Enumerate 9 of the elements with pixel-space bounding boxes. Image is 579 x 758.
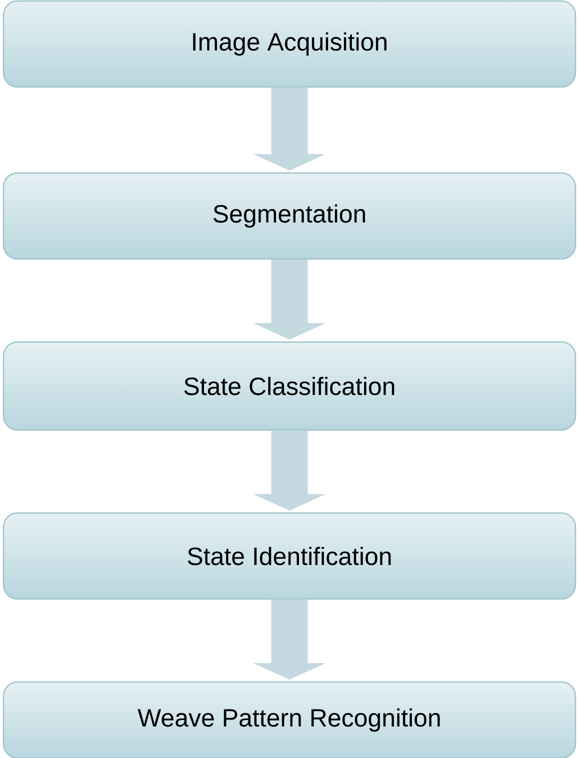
process-box: State Classification	[2, 341, 576, 431]
process-box: State Identification	[2, 512, 576, 600]
block-arrow	[254, 87, 325, 171]
process-box: Image Acquisition	[2, 0, 576, 88]
block-arrow	[254, 430, 325, 511]
process-box: Weave Pattern Recognition	[2, 681, 576, 758]
block-arrow	[254, 599, 325, 680]
process-box: Segmentation	[2, 172, 576, 260]
block-arrow	[254, 259, 325, 340]
